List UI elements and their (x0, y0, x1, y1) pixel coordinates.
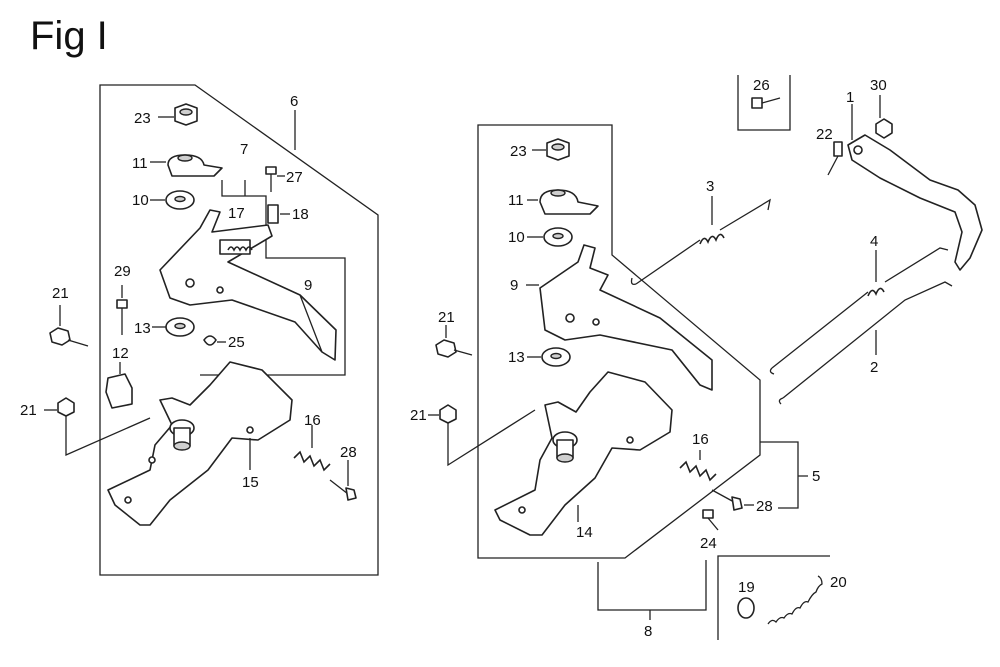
box-26 (737, 75, 791, 131)
callout-14: 14 (576, 524, 593, 541)
plate-11-right (527, 189, 599, 215)
rod-4 (769, 247, 949, 375)
spring-17 (227, 246, 253, 252)
bolt-22 (827, 141, 843, 176)
bracket-8 (597, 560, 707, 620)
left-assembly (44, 84, 379, 576)
callout-11-right: 11 (508, 192, 524, 209)
callout-7: 7 (240, 141, 248, 158)
callout-28: 28 (340, 444, 357, 461)
callout-9: 9 (304, 277, 312, 294)
bracket-7 (200, 180, 346, 376)
callout-23: 23 (134, 110, 151, 127)
plate-11 (150, 154, 223, 177)
chain-20 (767, 575, 823, 625)
callout-1: 1 (846, 89, 854, 106)
block-12 (105, 362, 133, 409)
nut-23-right (532, 138, 570, 161)
lever-plate-9 (159, 209, 337, 361)
base-bracket-14 (494, 371, 673, 536)
callout-2: 2 (870, 359, 878, 376)
bolt-21-right-lower (428, 404, 536, 467)
spring-16-right (679, 460, 717, 482)
right-assembly (428, 75, 983, 640)
callout-19: 19 (738, 579, 755, 596)
bolt-28-left (329, 460, 357, 501)
bolt-28-right (711, 489, 754, 511)
callout-6: 6 (290, 93, 298, 110)
left-panel-outline (99, 84, 379, 576)
spring-16-left (293, 450, 331, 472)
box-19-20 (717, 555, 830, 640)
bolt-21-right-upper (435, 325, 473, 358)
callout-29: 29 (114, 263, 131, 280)
bolt-26 (751, 97, 781, 109)
callout-13: 13 (134, 320, 151, 337)
callout-21-upper: 21 (52, 285, 69, 302)
figure-title: Fig I (30, 14, 108, 58)
callout-24: 24 (700, 535, 717, 552)
callout-16: 16 (304, 412, 321, 429)
callout-3: 3 (706, 178, 714, 195)
callout-21-lower: 21 (20, 402, 37, 419)
rod-3 (630, 196, 771, 286)
washer-10 (150, 190, 195, 210)
callout-30: 30 (870, 77, 887, 94)
washer-13-right (527, 347, 571, 367)
callout-13-right: 13 (508, 349, 525, 366)
bolt-21-upper (49, 305, 89, 347)
nut-18 (267, 204, 290, 224)
callout-5: 5 (812, 468, 820, 485)
callout-4: 4 (870, 233, 878, 250)
callout-labels: 23 11 7 27 10 17 18 6 9 29 21 13 25 12 2… (20, 77, 887, 640)
callout-20: 20 (830, 574, 847, 591)
rod-2 (778, 281, 953, 405)
callout-25: 25 (228, 334, 245, 351)
callout-12: 12 (112, 345, 129, 362)
washer-13 (152, 317, 195, 337)
callout-21-right-upper: 21 (438, 309, 455, 326)
callout-21-right-lower: 21 (410, 407, 427, 424)
bolt-21-lower (44, 397, 151, 456)
callout-10: 10 (132, 192, 149, 209)
nut-23 (158, 103, 198, 126)
callout-11: 11 (132, 155, 148, 172)
callout-8: 8 (644, 623, 652, 640)
clip-25 (203, 335, 226, 346)
lever-1 (847, 104, 983, 271)
ring-19 (737, 597, 755, 619)
nut-30 (875, 95, 893, 139)
bolt-29 (116, 285, 128, 335)
callout-15: 15 (242, 474, 259, 491)
callout-22: 22 (816, 126, 833, 143)
right-panel-outline (477, 124, 761, 559)
callout-9-right: 9 (510, 277, 518, 294)
lever-plate-9-right (526, 244, 713, 391)
callout-17: 17 (228, 205, 245, 222)
callout-26: 26 (753, 77, 770, 94)
callout-10-right: 10 (508, 229, 525, 246)
callout-18: 18 (292, 206, 309, 223)
bolt-24 (702, 509, 719, 531)
base-bracket-15 (107, 361, 293, 526)
washer-10-right (527, 227, 573, 247)
bracket-5 (760, 441, 808, 509)
callout-28-right: 28 (756, 498, 773, 515)
screw-27 (265, 166, 285, 192)
callout-23-right: 23 (510, 143, 527, 160)
callout-16-right: 16 (692, 431, 709, 448)
callout-27: 27 (286, 169, 303, 186)
